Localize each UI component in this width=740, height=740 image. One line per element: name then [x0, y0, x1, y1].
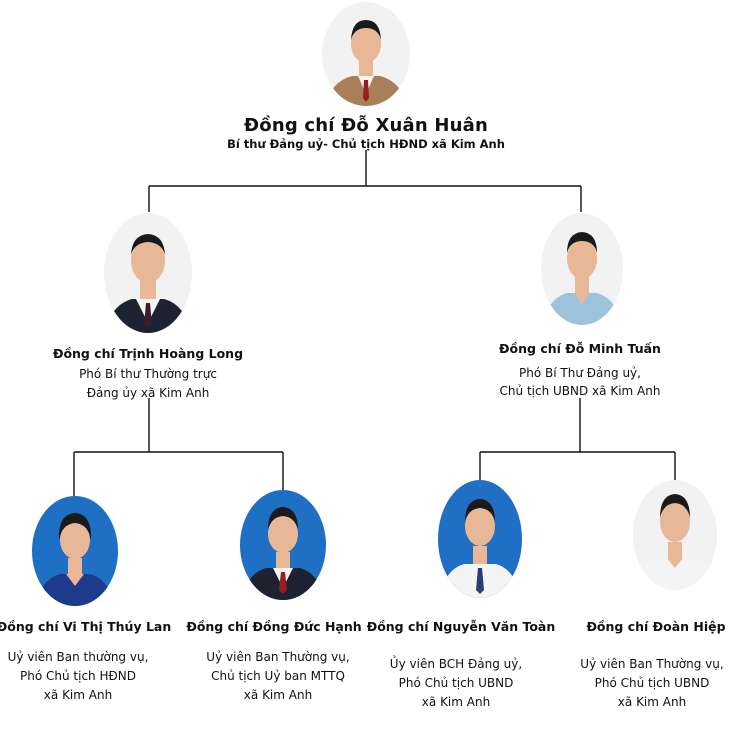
member-3-role-line3: xã Kim Anh — [421, 695, 491, 709]
portrait-photo-icon — [32, 496, 118, 606]
member-3-role-line2: Phó Chủ tịch UBND — [398, 676, 514, 690]
top-leader-name: Đồng chí Đỗ Xuân Huân — [243, 115, 489, 136]
member-4-name: Đồng chí Đoàn Hiệp — [586, 619, 726, 634]
member-3-name: Đồng chí Nguyễn Văn Toàn — [366, 619, 556, 634]
left-leader-name: Đồng chí Trịnh Hoàng Long — [52, 346, 244, 361]
member-1-role-line1: Uỷ viên Ban thường vụ, — [7, 650, 149, 664]
member-2-name: Đồng chí Đồng Đức Hạnh — [186, 619, 362, 634]
portrait-photo-icon — [541, 213, 623, 325]
member-2-role-line3: xã Kim Anh — [243, 688, 313, 702]
portrait-photo-icon — [104, 213, 192, 333]
right-leader-name: Đồng chí Đỗ Minh Tuấn — [499, 341, 661, 356]
right-leader-role-line2: Chủ tịch UBND xã Kim Anh — [499, 384, 661, 398]
member-1-role-line3: xã Kim Anh — [43, 688, 113, 702]
right-leader-role-line1: Phó Bí Thư Đảng uỷ, — [519, 366, 641, 380]
left-leader-role-line1: Phó Bí thư Thường trực — [79, 367, 217, 381]
member-2-role-line2: Chủ tịch Uỷ ban MTTQ — [211, 669, 345, 683]
portrait-photo-icon — [322, 2, 410, 106]
member-4-role-line3: xã Kim Anh — [617, 695, 687, 709]
member-1-name: Đồng chí Vi Thị Thúy Lan — [0, 619, 172, 634]
member-2-role-line1: Uỷ viên Ban Thường vụ, — [206, 650, 350, 664]
portrait-photo-icon — [438, 480, 522, 598]
portrait-photo-icon — [240, 490, 326, 600]
left-leader-role-line2: Đảng ủy xã Kim Anh — [86, 386, 210, 400]
member-4-role-line2: Phó Chủ tịch UBND — [594, 676, 710, 690]
member-1-role-line2: Phó Chủ tịch HĐND — [20, 669, 136, 683]
portrait-photo-icon — [633, 480, 717, 590]
top-leader-role: Bí thư Đảng uỷ- Chủ tịch HĐND xã Kim Anh — [227, 137, 505, 151]
member-4-role-line1: Uỷ viên Ban Thường vụ, — [580, 657, 724, 671]
member-3-role-line1: Ủy viên BCH Đảng uỷ, — [389, 657, 523, 671]
